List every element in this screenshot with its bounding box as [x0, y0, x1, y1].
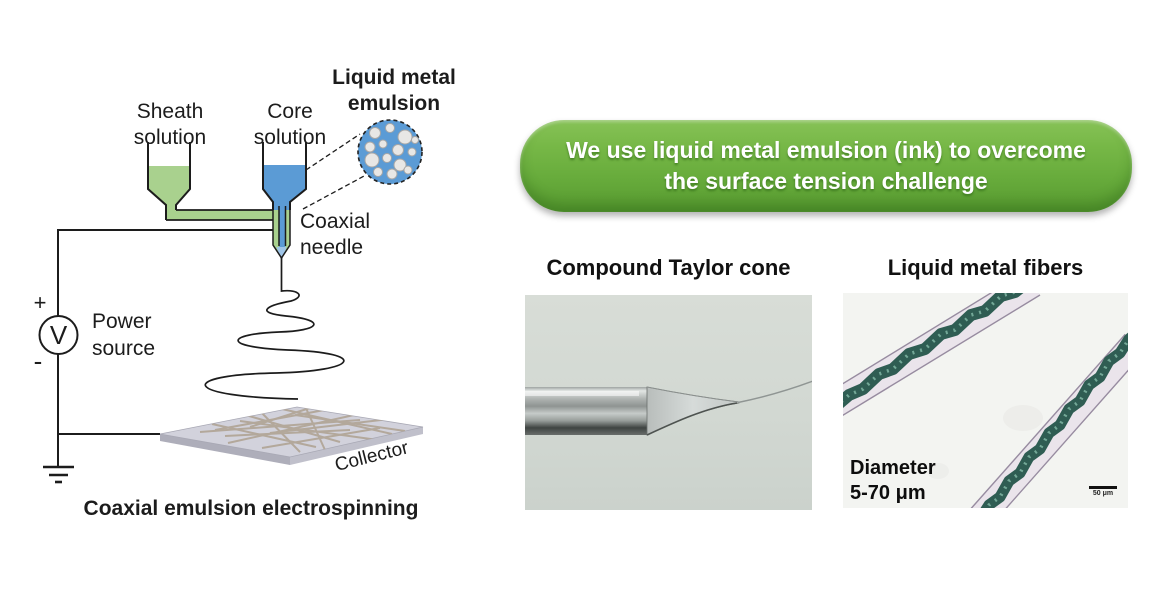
inset-callout-line-top	[305, 133, 361, 171]
banner-line1: We use liquid metal emulsion (ink) to ov…	[566, 137, 1086, 163]
collector-plate	[159, 406, 424, 465]
jet-filament	[737, 380, 812, 404]
sheath-container-outline	[147, 142, 191, 220]
cone-upper-edge	[646, 386, 740, 403]
coaxial-needle	[272, 206, 291, 261]
scale-bar-label: 50 μm	[1092, 490, 1114, 497]
sheath-liquid	[148, 166, 190, 220]
core-container	[262, 142, 307, 210]
emulsion-label-line2: emulsion	[348, 92, 440, 115]
plus-sign: +	[34, 290, 47, 315]
emulsion-droplet	[382, 153, 392, 163]
electrospinning-schematic: V + -	[34, 66, 456, 520]
core-liquid	[263, 165, 306, 210]
emulsion-label-line1: Liquid metal	[332, 66, 456, 89]
coaxial-label-line2: needle	[300, 236, 363, 259]
needle-tip-drop	[276, 247, 287, 261]
core-container-outline	[262, 142, 307, 210]
emulsion-droplet	[397, 129, 413, 145]
taylor-cone-illustration	[525, 380, 812, 436]
emulsion-inset	[302, 119, 423, 210]
sheath-feed-tube	[166, 205, 273, 220]
emulsion-droplets	[364, 123, 419, 180]
power-label-line1: Power	[92, 310, 152, 333]
taylor-cone-title: Compound Taylor cone	[546, 255, 791, 280]
core-label-line1: Core	[267, 100, 313, 123]
emulsion-droplet	[392, 144, 404, 156]
background-blur-spot	[927, 463, 949, 479]
emulsion-droplet	[364, 141, 376, 153]
inset-callout-line-bottom	[302, 174, 367, 210]
emulsion-droplet	[373, 167, 383, 177]
voltmeter-letter: V	[50, 320, 68, 350]
diameter-label-line1: Diameter	[850, 457, 936, 479]
power-source-symbol: V + -	[34, 290, 79, 376]
emulsion-droplet	[403, 165, 413, 175]
emulsion-droplet	[407, 147, 417, 157]
background-blur-spot	[1003, 405, 1043, 431]
collector-side-left	[160, 434, 290, 465]
power-label-line2: source	[92, 337, 155, 360]
emulsion-droplet	[378, 139, 388, 149]
scale-bar	[1089, 486, 1117, 489]
emulsion-droplet	[364, 152, 380, 168]
sheath-container	[147, 142, 273, 221]
fibers-illustration	[843, 293, 1128, 508]
circuit-wire	[57, 229, 273, 467]
core-label-line2: solution	[254, 126, 326, 149]
fiber-strand-1	[843, 293, 1041, 416]
emulsion-droplet	[411, 136, 419, 144]
whipping-jet-spiral	[204, 258, 345, 400]
banner-line2: the surface tension challenge	[664, 168, 988, 194]
ground-icon	[43, 465, 74, 484]
fibers-title: Liquid metal fibers	[887, 255, 1084, 280]
fiber-strand-2	[970, 332, 1128, 508]
diameter-label-line2: 5-70 μm	[850, 482, 926, 504]
key-message-banner: We use liquid metal emulsion (ink) to ov…	[520, 120, 1132, 212]
sheath-tube-outline	[166, 209, 273, 221]
emulsion-droplet	[386, 168, 398, 180]
liquid-metal-fibers-photo: Diameter 5-70 μm 50 μm	[843, 293, 1128, 508]
collector-side-right	[290, 427, 423, 465]
voltmeter-circle	[38, 315, 79, 355]
diagram-caption: Coaxial emulsion electrospinning	[84, 497, 419, 520]
needle-inner-blue	[279, 206, 286, 252]
taylor-cone-photo	[525, 295, 812, 510]
emulsion-droplet	[369, 127, 381, 139]
minus-sign: -	[34, 346, 43, 376]
fiber-web	[199, 407, 406, 453]
sheath-label-line1: Sheath	[137, 100, 204, 123]
coaxial-label-line1: Coaxial	[300, 210, 370, 233]
needle-highlight	[525, 391, 639, 396]
cone-lower-edge	[646, 402, 738, 436]
emulsion-droplet	[385, 123, 395, 133]
emulsion-droplet	[393, 158, 407, 172]
sheath-label-line2: solution	[134, 126, 206, 149]
